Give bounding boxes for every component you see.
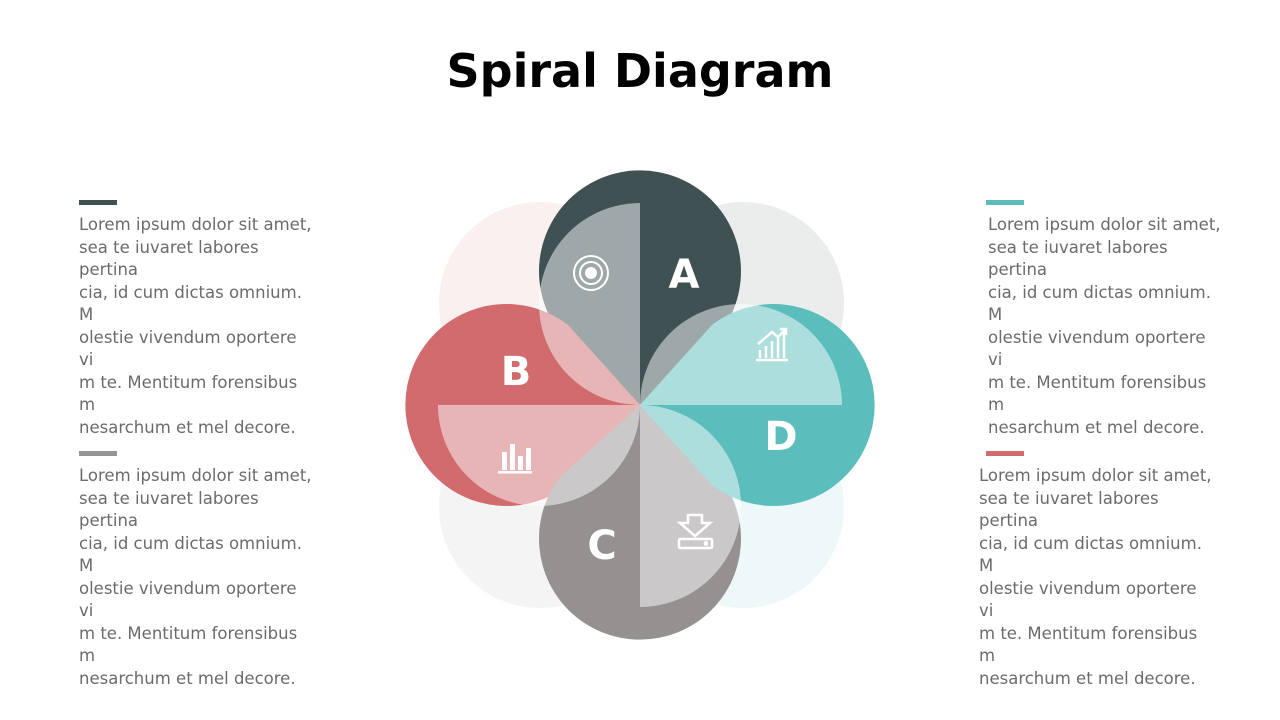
- text-block-body: Lorem ipsum dolor sit amet, sea te iuvar…: [79, 215, 312, 437]
- petal-a-label: A: [669, 252, 700, 298]
- accent-bar-gray: [79, 451, 117, 456]
- bar-chart-icon: [498, 444, 532, 474]
- page-title: Spiral Diagram: [446, 44, 834, 98]
- growth-chart-icon: [756, 327, 788, 362]
- overlay-petal-left: [438, 405, 640, 506]
- petal-d-label: D: [764, 414, 797, 460]
- text-block-body: Lorem ipsum dolor sit amet, sea te iuvar…: [79, 466, 312, 688]
- overlay-petal-right: [640, 304, 842, 405]
- petal-c-label: C: [587, 523, 616, 569]
- text-block-body: Lorem ipsum dolor sit amet, sea te iuvar…: [988, 215, 1221, 437]
- accent-bar-red: [986, 451, 1024, 456]
- overlay-petal-top: [539, 203, 640, 405]
- accent-bar-teal: [986, 200, 1024, 205]
- download-icon: [676, 513, 714, 550]
- petal-b-label: B: [501, 349, 532, 395]
- target-icon: [573, 255, 609, 291]
- accent-bar-dark: [79, 200, 117, 205]
- overlay-petal-bottom: [640, 405, 741, 607]
- text-block-body: Lorem ipsum dolor sit amet, sea te iuvar…: [979, 466, 1212, 688]
